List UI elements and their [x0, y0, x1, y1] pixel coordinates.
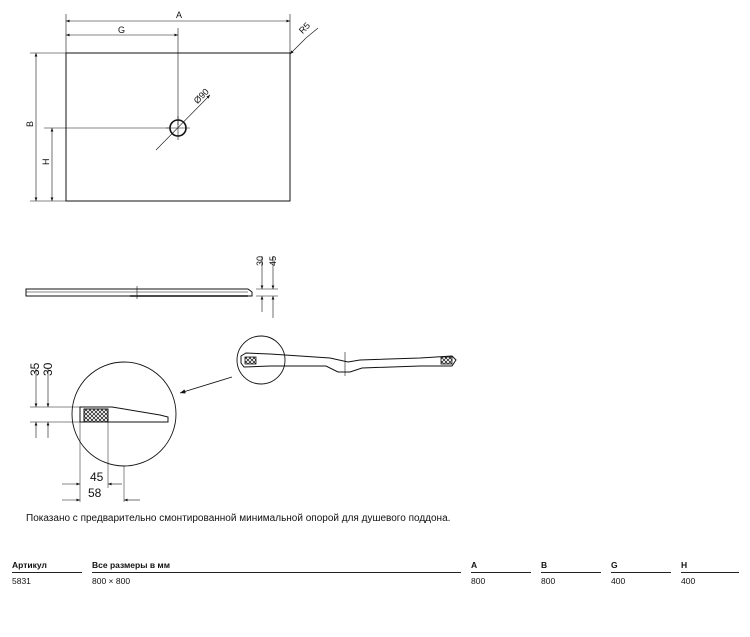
header-rule-dims: [92, 572, 461, 573]
header-h: H: [681, 560, 688, 570]
header-dims: Все размеры в мм: [92, 560, 170, 570]
dim-30-detail-label: 30: [41, 362, 55, 376]
detail-view: [30, 361, 233, 502]
cell-dims: 800 × 800: [92, 576, 131, 586]
dim-g-label: G: [118, 25, 125, 35]
cell-h: 400: [681, 576, 696, 586]
header-rule-h: [681, 572, 739, 573]
dim-r5-label: R5: [297, 20, 312, 35]
dim-h-label: H: [41, 159, 51, 166]
header-article: Артикул: [12, 560, 47, 570]
section-view: [236, 335, 457, 385]
header-rule-g: [611, 572, 671, 573]
technical-drawing: A G R5 Ø90 B H 30 45: [25, 10, 457, 502]
header-g: G: [611, 560, 618, 570]
cell-g: 400: [611, 576, 626, 586]
side-view: [25, 256, 278, 318]
header-a: A: [471, 560, 478, 570]
dim-35-detail-label: 35: [28, 362, 42, 376]
header-rule-article: [12, 572, 82, 573]
dim-a-label: A: [176, 10, 182, 20]
cell-b: 800: [541, 576, 556, 586]
dim-58-detail-label: 58: [88, 486, 102, 500]
dim-30-side-label: 30: [255, 256, 265, 266]
top-view: [30, 14, 319, 202]
dim-45-side-label: 45: [268, 256, 278, 266]
header-b: B: [541, 560, 548, 570]
tray-profile: [25, 288, 253, 297]
section-profile: [240, 352, 457, 373]
section-callout-circle: [236, 335, 286, 385]
drawing-caption: Показано с предварительно смонтированной…: [26, 513, 451, 524]
cell-article: 5831: [12, 576, 31, 586]
dim-45-detail-label: 45: [90, 470, 104, 484]
dim-diameter-label: Ø90: [192, 87, 211, 106]
cell-a: 800: [471, 576, 486, 586]
header-rule-a: [471, 572, 531, 573]
detail-arrow: [179, 376, 233, 394]
header-rule-b: [541, 572, 601, 573]
dim-b-label: B: [25, 121, 35, 127]
